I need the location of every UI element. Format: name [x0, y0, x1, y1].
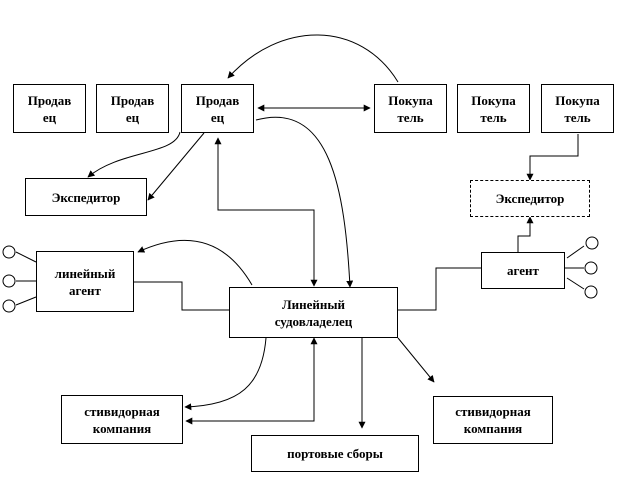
agent-connector-bottom [566, 277, 585, 290]
seller-box-3: Продав ец [181, 84, 254, 133]
edge-seller-to-forwarder-curve [87, 131, 181, 178]
line-agent-label: линейный агент [54, 265, 116, 298]
seller-box-1-label: Продав ец [27, 92, 72, 125]
forwarder-left-label: Экспедитор [51, 189, 121, 205]
edge-agent-to-forwarder-right [517, 216, 534, 252]
agent-connector-top [566, 245, 585, 259]
agent-label: агент [507, 263, 539, 278]
edge-shipowner-to-agent [398, 267, 483, 311]
seller-box-1: Продав ец [13, 84, 86, 133]
edge-seller-to-forwarder-line [147, 132, 205, 201]
line-agent-connector-bottom [15, 296, 37, 306]
port-fees-label: портовые сборы [287, 446, 383, 461]
buyer-box-1-label: Покупа тель [388, 92, 433, 125]
line-agent-node-circle-mid [2, 274, 16, 288]
agent-node-circle-bottom [584, 285, 598, 299]
agent-node-circle-mid [584, 261, 598, 275]
stevedore-left-box: стивидорная компания [61, 395, 183, 444]
line-agent-node-circle-top [2, 245, 16, 259]
edge-buyer-to-forwarder-right [526, 134, 579, 181]
buyer-box-3-label: Покупа тель [555, 92, 600, 125]
forwarder-right-box: Экспедитор [470, 180, 590, 217]
edge-seller-to-shipowner-curve [255, 116, 354, 288]
line-agent-box: линейный агент [36, 251, 134, 312]
edge-line-agent-to-shipowner [134, 281, 230, 311]
line-agent-connector-top [15, 251, 37, 263]
edge-buyer-to-seller-arc [227, 34, 399, 83]
buyer-box-2: Покупа тель [457, 84, 530, 133]
edge-shipowner-seller-elbow [214, 137, 318, 287]
buyer-box-1: Покупа тель [374, 84, 447, 133]
stevedore-right-box: стивидорная компания [433, 396, 553, 444]
shipowner-box: Линейный судовладелец [229, 287, 398, 338]
forwarder-right-label: Экспедитор [495, 191, 565, 206]
edge-shipowner-to-line-agent-curve [137, 239, 253, 286]
line-agent-node-circle-bottom [2, 299, 16, 313]
shipowner-label: Линейный судовладелец [274, 296, 353, 329]
seller-box-3-label: Продав ец [195, 92, 240, 125]
port-fees-box: портовые сборы [251, 435, 419, 472]
edge-stevedore-left-shipowner-elbow [185, 337, 318, 425]
forwarder-left-box: Экспедитор [25, 178, 147, 216]
edge-shipowner-to-stevedore-left-curve [184, 337, 267, 411]
edge-shipowner-to-stevedore-right [397, 337, 435, 383]
buyer-box-3: Покупа тель [541, 84, 614, 133]
stevedore-left-label: стивидорная компания [84, 403, 160, 436]
agent-node-circle-top [585, 236, 599, 250]
stevedore-right-label: стивидорная компания [455, 404, 531, 436]
buyer-box-2-label: Покупа тель [471, 92, 516, 125]
agent-box: агент [481, 252, 565, 289]
seller-box-2-label: Продав ец [110, 92, 155, 125]
seller-box-2: Продав ец [96, 84, 169, 133]
